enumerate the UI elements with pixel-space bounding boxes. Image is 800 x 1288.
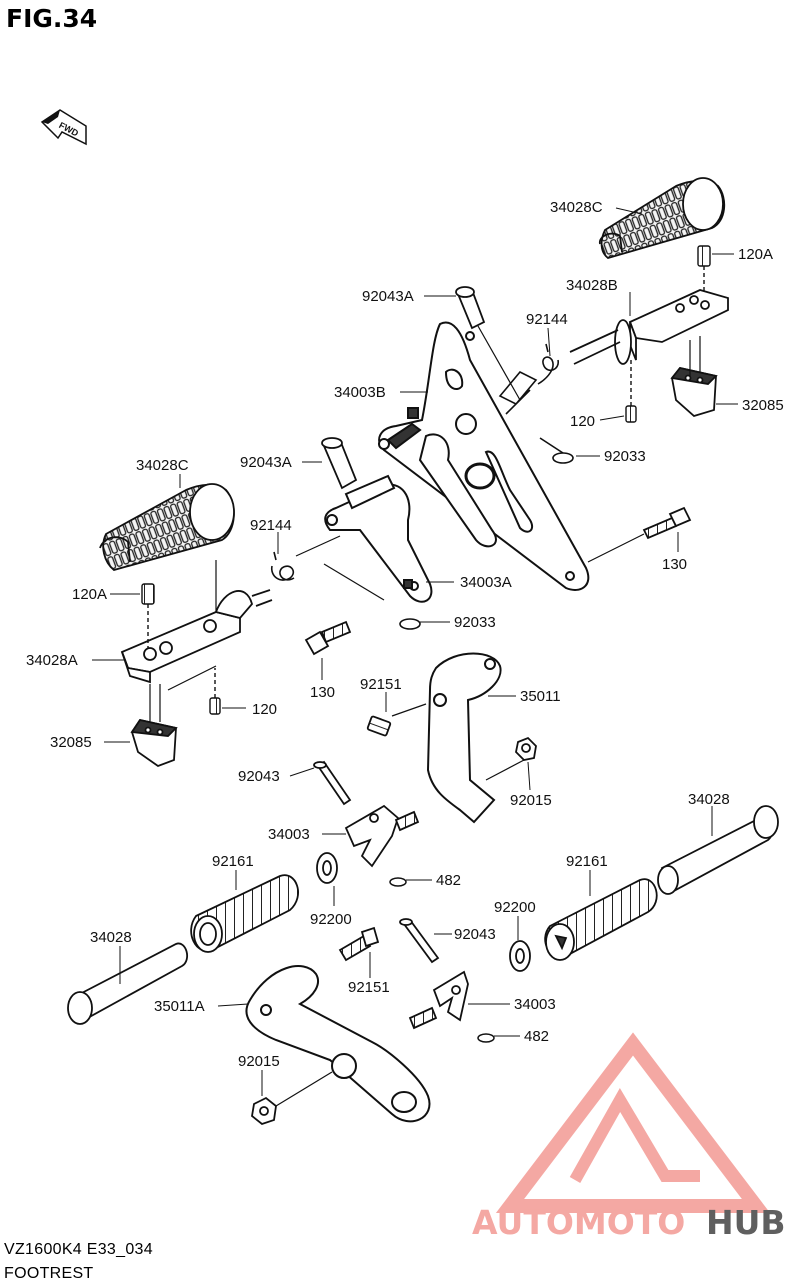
label-92015-low: 92015 xyxy=(238,1053,280,1070)
label-34003b: 34003B xyxy=(334,384,386,401)
spring-92144-top xyxy=(498,343,559,415)
pin-92043-mid xyxy=(313,760,352,806)
watermark-text-hub: HUB xyxy=(706,1203,786,1242)
rubber-cap-left xyxy=(130,718,178,768)
footrest-bracket-left xyxy=(120,589,273,684)
footrest-holder-34003a xyxy=(324,474,433,603)
pin-92043-low xyxy=(399,918,440,964)
label-34028b: 34028B xyxy=(566,277,618,294)
label-482-mid: 482 xyxy=(436,872,461,889)
footrest-rubber-left xyxy=(99,483,235,571)
label-92144-left: 92144 xyxy=(250,517,292,534)
label-130-right: 130 xyxy=(662,556,687,573)
label-34028-left: 34028 xyxy=(90,929,132,946)
label-34028-right: 34028 xyxy=(688,791,730,808)
washer-92200-left xyxy=(316,852,338,884)
footpeg-rubber-left xyxy=(190,874,299,953)
screw-120-right xyxy=(625,360,637,423)
pin-92043a-top xyxy=(455,286,521,401)
label-34028a: 34028A xyxy=(26,652,78,669)
label-120a-top: 120A xyxy=(738,246,773,263)
watermark-text-auto: AUTOMOTO xyxy=(472,1203,685,1242)
nut-92015-right xyxy=(515,736,537,761)
screw-120-left xyxy=(209,668,221,715)
label-92015-right: 92015 xyxy=(510,792,552,809)
label-34028c-top: 34028C xyxy=(550,199,603,216)
label-482-low: 482 xyxy=(524,1028,549,1045)
screw-120a-right xyxy=(697,245,711,294)
footrest-bracket-35011a xyxy=(245,965,431,1123)
bolt-92151-low xyxy=(338,926,380,962)
watermark-logo: AUTOMOTO HUB xyxy=(472,1032,786,1242)
footpeg-rubber-right xyxy=(544,878,658,961)
footpeg-pipe-right xyxy=(657,805,779,895)
footrest-holder-plate xyxy=(378,321,590,591)
label-92151-low: 92151 xyxy=(348,979,390,996)
spring-92144-left xyxy=(270,535,341,581)
section-name: FOOTREST xyxy=(4,1265,94,1282)
clevis-34003-mid xyxy=(344,804,420,868)
label-92043-low: 92043 xyxy=(454,926,496,943)
label-92033-top: 92033 xyxy=(604,448,646,465)
bolt-92151-top xyxy=(366,703,427,737)
clip-482-mid xyxy=(389,877,407,887)
label-32085-left: 32085 xyxy=(50,734,92,751)
screw-120a-left xyxy=(141,583,155,648)
label-92151-top: 92151 xyxy=(360,676,402,693)
label-92144-top: 92144 xyxy=(526,311,568,328)
figure-title: FIG.34 xyxy=(6,4,98,33)
footrest-rubber-right xyxy=(599,177,726,259)
pin-92043a-mid xyxy=(321,437,358,490)
label-120-left: 120 xyxy=(252,701,277,718)
label-130-left: 130 xyxy=(310,684,335,701)
triangle-logo-icon xyxy=(495,1032,771,1213)
label-92033-mid: 92033 xyxy=(454,614,496,631)
label-35011a: 35011A xyxy=(154,998,205,1015)
washer-92200-right xyxy=(509,940,531,972)
label-34003-mid: 34003 xyxy=(268,826,310,843)
label-34028c-left: 34028C xyxy=(136,457,189,474)
label-92161-left: 92161 xyxy=(212,853,254,870)
label-92043a-top: 92043A xyxy=(362,288,414,305)
footpeg-pipe-left xyxy=(67,942,189,1025)
label-92200-left: 92200 xyxy=(310,911,352,928)
label-32085-top: 32085 xyxy=(742,397,784,414)
label-92043-mid: 92043 xyxy=(238,768,280,785)
bolt-130-left xyxy=(304,620,352,656)
clip-482-low xyxy=(477,1033,495,1043)
footrest-bracket-35011 xyxy=(426,652,502,824)
bolt-130-right xyxy=(587,506,692,563)
clevis-34003-low xyxy=(408,970,469,1030)
leader-lines xyxy=(92,207,738,1096)
label-34003-low: 34003 xyxy=(514,996,556,1013)
label-92200-right: 92200 xyxy=(494,899,536,916)
model-code: VZ1600K4 E33_034 xyxy=(4,1241,153,1258)
forward-arrow-icon: FWD xyxy=(40,109,87,146)
clip-92033-top xyxy=(539,437,574,464)
footrest-bracket-right xyxy=(569,289,729,365)
label-34003a: 34003A xyxy=(460,574,512,591)
label-120a-left: 120A xyxy=(72,586,107,603)
nut-92015-low xyxy=(251,1071,333,1126)
label-120-top: 120 xyxy=(570,413,595,430)
part-labels: 34028C 120A 34028B 92043A 92144 34003B 1… xyxy=(26,199,784,1070)
rubber-cap-right xyxy=(670,366,718,418)
label-92161-right: 92161 xyxy=(566,853,608,870)
label-35011: 35011 xyxy=(520,688,561,705)
clip-92033-mid xyxy=(399,618,421,630)
label-92043a-mid: 92043A xyxy=(240,454,292,471)
